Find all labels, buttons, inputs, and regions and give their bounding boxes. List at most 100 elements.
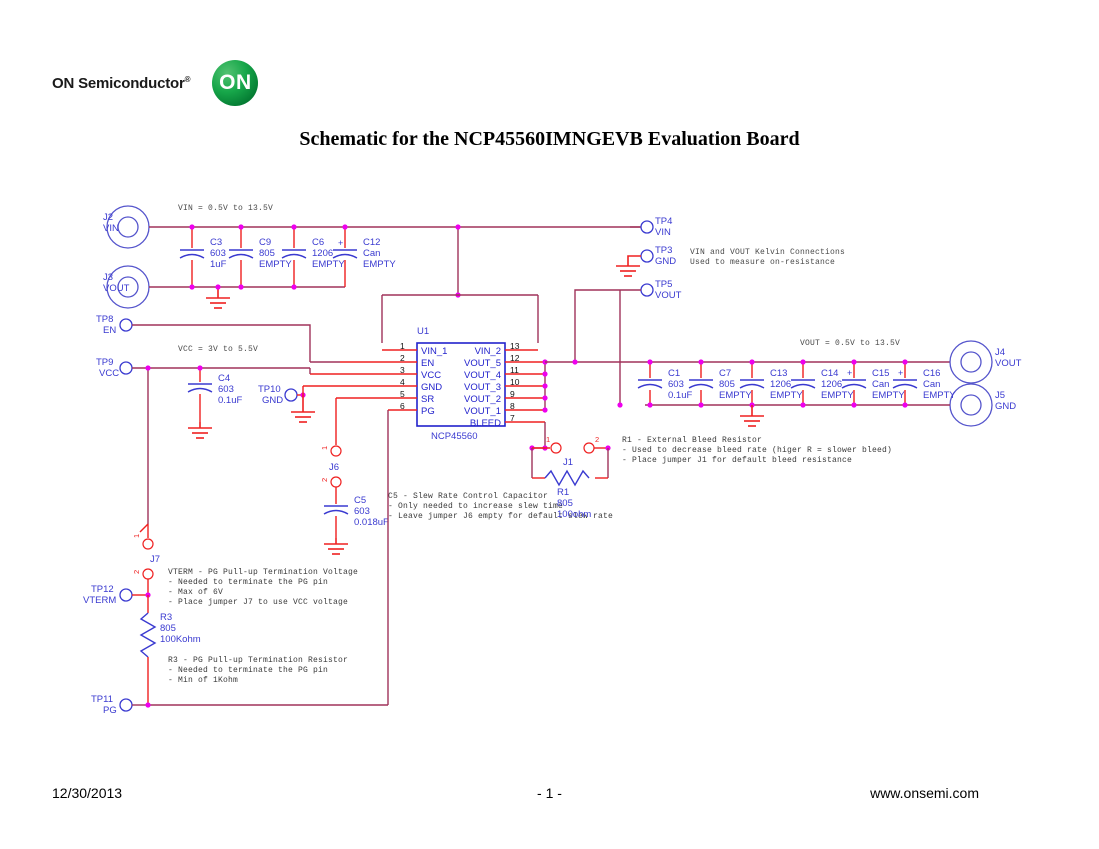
footer-date: 12/30/2013: [52, 785, 123, 801]
jumper-j7: 1 J7 2: [132, 523, 160, 595]
testpoint-tp4-refdes: TP4: [655, 216, 672, 227]
capacitor-c13-refdes: C13: [770, 368, 787, 379]
ic-pin-en-label: EN: [421, 358, 434, 369]
connector-j3-refdes: J3: [103, 272, 113, 283]
resistor-r3: R3 805 100Kohm: [139, 595, 201, 705]
capacitor-c6-value: EMPTY: [312, 259, 345, 270]
capacitor-c14-refdes: C14: [821, 368, 838, 379]
ic-pin-vout1-label: VOUT_1: [464, 406, 501, 417]
on-logo-icon: ON: [212, 60, 259, 106]
logo-wordmark: ON Semiconductor®: [52, 74, 191, 92]
note-kelvin: VIN and VOUT Kelvin Connections Used to …: [690, 248, 845, 267]
note-vterm-line-1: VTERM - PG Pull-up Termination Voltage: [168, 568, 358, 577]
ic-pin-pg-label: PG: [421, 406, 435, 417]
connector-j5-refdes: J5: [995, 390, 1005, 401]
capacitor-c5-value: 0.018uF: [354, 517, 389, 528]
capacitor-c16-refdes: C16: [923, 368, 940, 379]
jumper-j1-pin1-num: 1: [546, 435, 550, 444]
note-vterm-line-2: - Needed to terminate the PG pin: [168, 578, 328, 587]
logo-wordmark-text: ON Semiconductor: [52, 74, 185, 92]
vin-rail-note: VIN = 0.5V to 13.5V: [178, 204, 273, 213]
capacitor-c3-refdes: C3: [210, 237, 222, 248]
ic-pinnum-13: 13: [510, 341, 520, 351]
capacitor-c12-package: Can: [363, 248, 380, 259]
capacitor-c4-value: 0.1uF: [218, 395, 242, 406]
capacitor-c3: C3 603 1uF: [179, 224, 227, 290]
capacitor-c13-value: EMPTY: [770, 390, 803, 401]
ic-pin-sr-label: SR: [421, 394, 434, 405]
capacitor-c5-package: 603: [354, 506, 370, 517]
capacitor-c4: C4 603 0.1uF: [187, 365, 242, 439]
resistor-r3-refdes: R3: [160, 612, 172, 623]
testpoint-tp12-name: VTERM: [83, 595, 116, 606]
capacitor-c1-value: 0.1uF: [668, 390, 692, 401]
ic-pinnum-8: 8: [510, 401, 515, 411]
ic-u1-part: NCP45560: [431, 431, 477, 442]
ic-pin-vcc-label: VCC: [421, 370, 441, 381]
ic-pinnum-12: 12: [510, 353, 520, 363]
connector-j5: J5 GND: [949, 383, 1016, 427]
jumper-j7-refdes: J7: [150, 554, 160, 565]
testpoint-tp4-name: VIN: [655, 227, 671, 238]
testpoint-tp12: TP12 VTERM: [83, 584, 151, 606]
capacitor-c7-refdes: C7: [719, 368, 731, 379]
capacitor-c9-package: 805: [259, 248, 275, 259]
testpoint-tp5-name: VOUT: [655, 290, 682, 301]
capacitor-c15-refdes: C15: [872, 368, 889, 379]
capacitor-c4-refdes: C4: [218, 373, 230, 384]
capacitor-c7-package: 805: [719, 379, 735, 390]
capacitor-c6: C6 1206 EMPTY: [281, 224, 345, 290]
footer-page-number: - 1 -: [537, 785, 562, 801]
capacitor-c16-value: EMPTY: [923, 390, 956, 401]
capacitor-c9-refdes: C9: [259, 237, 271, 248]
capacitor-c4-package: 603: [218, 384, 234, 395]
testpoint-tp5-refdes: TP5: [655, 279, 672, 290]
note-pgres-line-1: R3 - PG Pull-up Termination Resistor: [168, 656, 348, 665]
resistor-r1-refdes: R1: [557, 487, 569, 498]
ground-symbol-input: [206, 284, 230, 309]
ground-symbol-output: [740, 405, 764, 427]
on-logo-icon-text: ON: [219, 71, 252, 94]
connector-j5-name: GND: [995, 401, 1016, 412]
ic-pin-gnd-label: GND: [421, 382, 442, 393]
connector-j2-refdes: J2: [103, 212, 113, 223]
capacitor-c9-value: EMPTY: [259, 259, 292, 270]
testpoint-tp10-refdes: TP10: [258, 384, 281, 395]
capacitor-c1: C1 603 0.1uF: [637, 359, 692, 408]
capacitor-c1-package: 603: [668, 379, 684, 390]
ic-pinnum-9: 9: [510, 389, 515, 399]
capacitor-c6-package: 1206: [312, 248, 333, 259]
connector-j4-refdes: J4: [995, 347, 1005, 358]
capacitor-c13: C13 1206 EMPTY: [739, 359, 803, 408]
note-bleed-line-2: - Used to decrease bleed rate (higer R =…: [622, 446, 892, 455]
capacitor-c16: + C16 Can EMPTY: [892, 359, 956, 408]
ic-pinnum-11: 11: [510, 365, 519, 375]
capacitor-c3-package: 603: [210, 248, 226, 259]
capacitor-c7: C7 805 EMPTY: [688, 359, 752, 408]
ic-pinnum-4: 4: [400, 377, 405, 387]
jumper-j7-pin1-num: 1: [132, 534, 141, 538]
resistor-r1: R1 805 100ohm: [531, 448, 609, 520]
page-title: Schematic for the NCP45560IMNGEVB Evalua…: [299, 128, 800, 150]
capacitor-c16-polarity: +: [898, 368, 903, 378]
testpoint-tp8-refdes: TP8: [96, 314, 113, 325]
jumper-j1: 1 2 J1: [529, 435, 611, 468]
ic-pin-vout3-label: VOUT_3: [464, 382, 501, 393]
note-kelvin-line-2: Used to measure on-resistance: [690, 258, 835, 267]
testpoint-tp12-refdes: TP12: [91, 584, 114, 595]
vcc-rail-note: VCC = 3V to 5.5V: [178, 345, 258, 354]
note-pgres-line-3: - Min of 1Kohm: [168, 676, 238, 685]
testpoint-tp10: TP10 GND: [258, 384, 320, 423]
capacitor-c15-package: Can: [872, 379, 889, 390]
ic-pinnum-10: 10: [510, 377, 520, 387]
capacitor-c15-value: EMPTY: [872, 390, 905, 401]
testpoint-tp8-name: EN: [103, 325, 116, 336]
testpoint-tp9-refdes: TP9: [96, 357, 113, 368]
ic-pinnum-5: 5: [400, 389, 405, 399]
testpoint-tp10-name: GND: [262, 395, 283, 406]
ic-u1-refdes: U1: [417, 326, 429, 337]
testpoint-tp11-refdes: TP11: [91, 694, 113, 705]
note-vterm-line-4: - Place jumper J7 to use VCC voltage: [168, 598, 348, 607]
capacitor-c16-package: Can: [923, 379, 940, 390]
connector-j3: J3 VOUT: [103, 265, 150, 309]
